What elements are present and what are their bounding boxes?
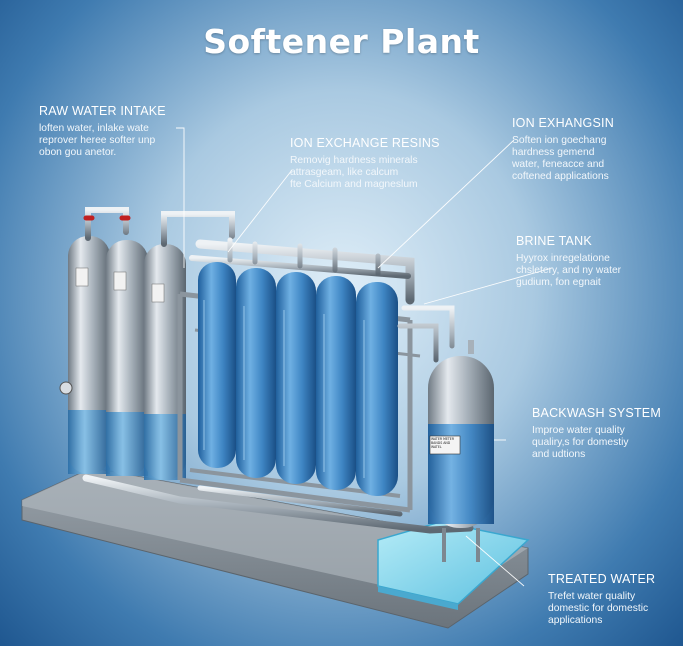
callout-title: RAW WATER INTAKE	[39, 104, 166, 118]
callout-line: chsletery, and ny water	[516, 265, 622, 276]
callout-leader-lines	[176, 127, 553, 587]
callout-line: water, feneacce and	[512, 159, 605, 170]
callout-ion-exhangsin: ION EXHANGSIN Soften ion goechang hardne…	[512, 116, 614, 183]
callout-line: loften water, inlake wate	[39, 123, 149, 134]
callout-title: TREATED WATER	[548, 572, 656, 586]
callout-brine-tank: BRINE TANK Hyyrox inregelatione chsleter…	[516, 234, 621, 289]
callout-raw-water-intake: RAW WATER INTAKE loften water, inlake wa…	[39, 104, 166, 159]
callout-line: fte Calcium and magneslum	[290, 179, 418, 190]
page-title: Softener Plant	[203, 22, 480, 61]
brine-tank-label: WATER METER BANDS AND WATEL	[431, 437, 459, 449]
callout-description: Improe water quality qualiry,s for domes…	[532, 425, 661, 461]
callout-line: reprover heree softer unp	[39, 135, 156, 146]
callout-line: Hyyrox inregelatione	[516, 253, 610, 264]
callout-line: hardness gemend	[512, 147, 595, 158]
callout-description: Hyyrox inregelatione chsletery, and ny w…	[516, 253, 621, 289]
callout-line: domestic for domestic	[548, 603, 649, 614]
callout-line: attrasgeam, like calcum	[290, 167, 399, 178]
callout-line: Soften ion goechang	[512, 135, 607, 146]
callout-line: Improe water quality	[532, 425, 625, 436]
callout-description: Trefet water quality domestic for domest…	[548, 591, 655, 627]
callout-line: applications	[548, 615, 603, 626]
callout-description: loften water, inlake wate reprover heree…	[39, 123, 166, 159]
callout-line: and udtions	[532, 449, 586, 460]
callout-line: coftened applications	[512, 171, 609, 182]
callout-description: Removig hardness minerals attrasgeam, li…	[290, 155, 440, 191]
callout-title: ION EXCHANGE RESINS	[290, 136, 440, 150]
callout-description: Soften ion goechang hardness gemend wate…	[512, 135, 614, 183]
callout-line: qualiry,s for domestiy	[532, 437, 629, 448]
tank-label-line: WATER METER	[431, 437, 455, 441]
brine-tank	[428, 340, 494, 562]
tank-label-line: BANDS AND WATEL	[431, 441, 451, 449]
raw-water-filter-vessels	[59, 236, 186, 480]
callout-ion-exchange-resins: ION EXCHANGE RESINS Removig hardness min…	[290, 136, 440, 191]
ion-exchange-resin-columns	[198, 262, 398, 496]
callout-line: obon gou anetor.	[39, 147, 117, 158]
callout-treated-water: TREATED WATER Trefet water quality domes…	[548, 572, 655, 627]
treated-water-pool	[377, 521, 530, 605]
callout-title: BRINE TANK	[516, 234, 592, 248]
callout-title: ION EXHANGSIN	[512, 116, 614, 130]
callout-title: BACKWASH SYSTEM	[532, 406, 661, 420]
callout-line: Trefet water quality	[548, 591, 636, 602]
outlet-piping	[82, 305, 474, 551]
callout-line: gudium, fon egnait	[516, 277, 601, 288]
callout-backwash-system: BACKWASH SYSTEM Improe water quality qua…	[532, 406, 661, 461]
callout-line: Removig hardness minerals	[290, 155, 418, 166]
inlet-piping	[83, 207, 235, 247]
